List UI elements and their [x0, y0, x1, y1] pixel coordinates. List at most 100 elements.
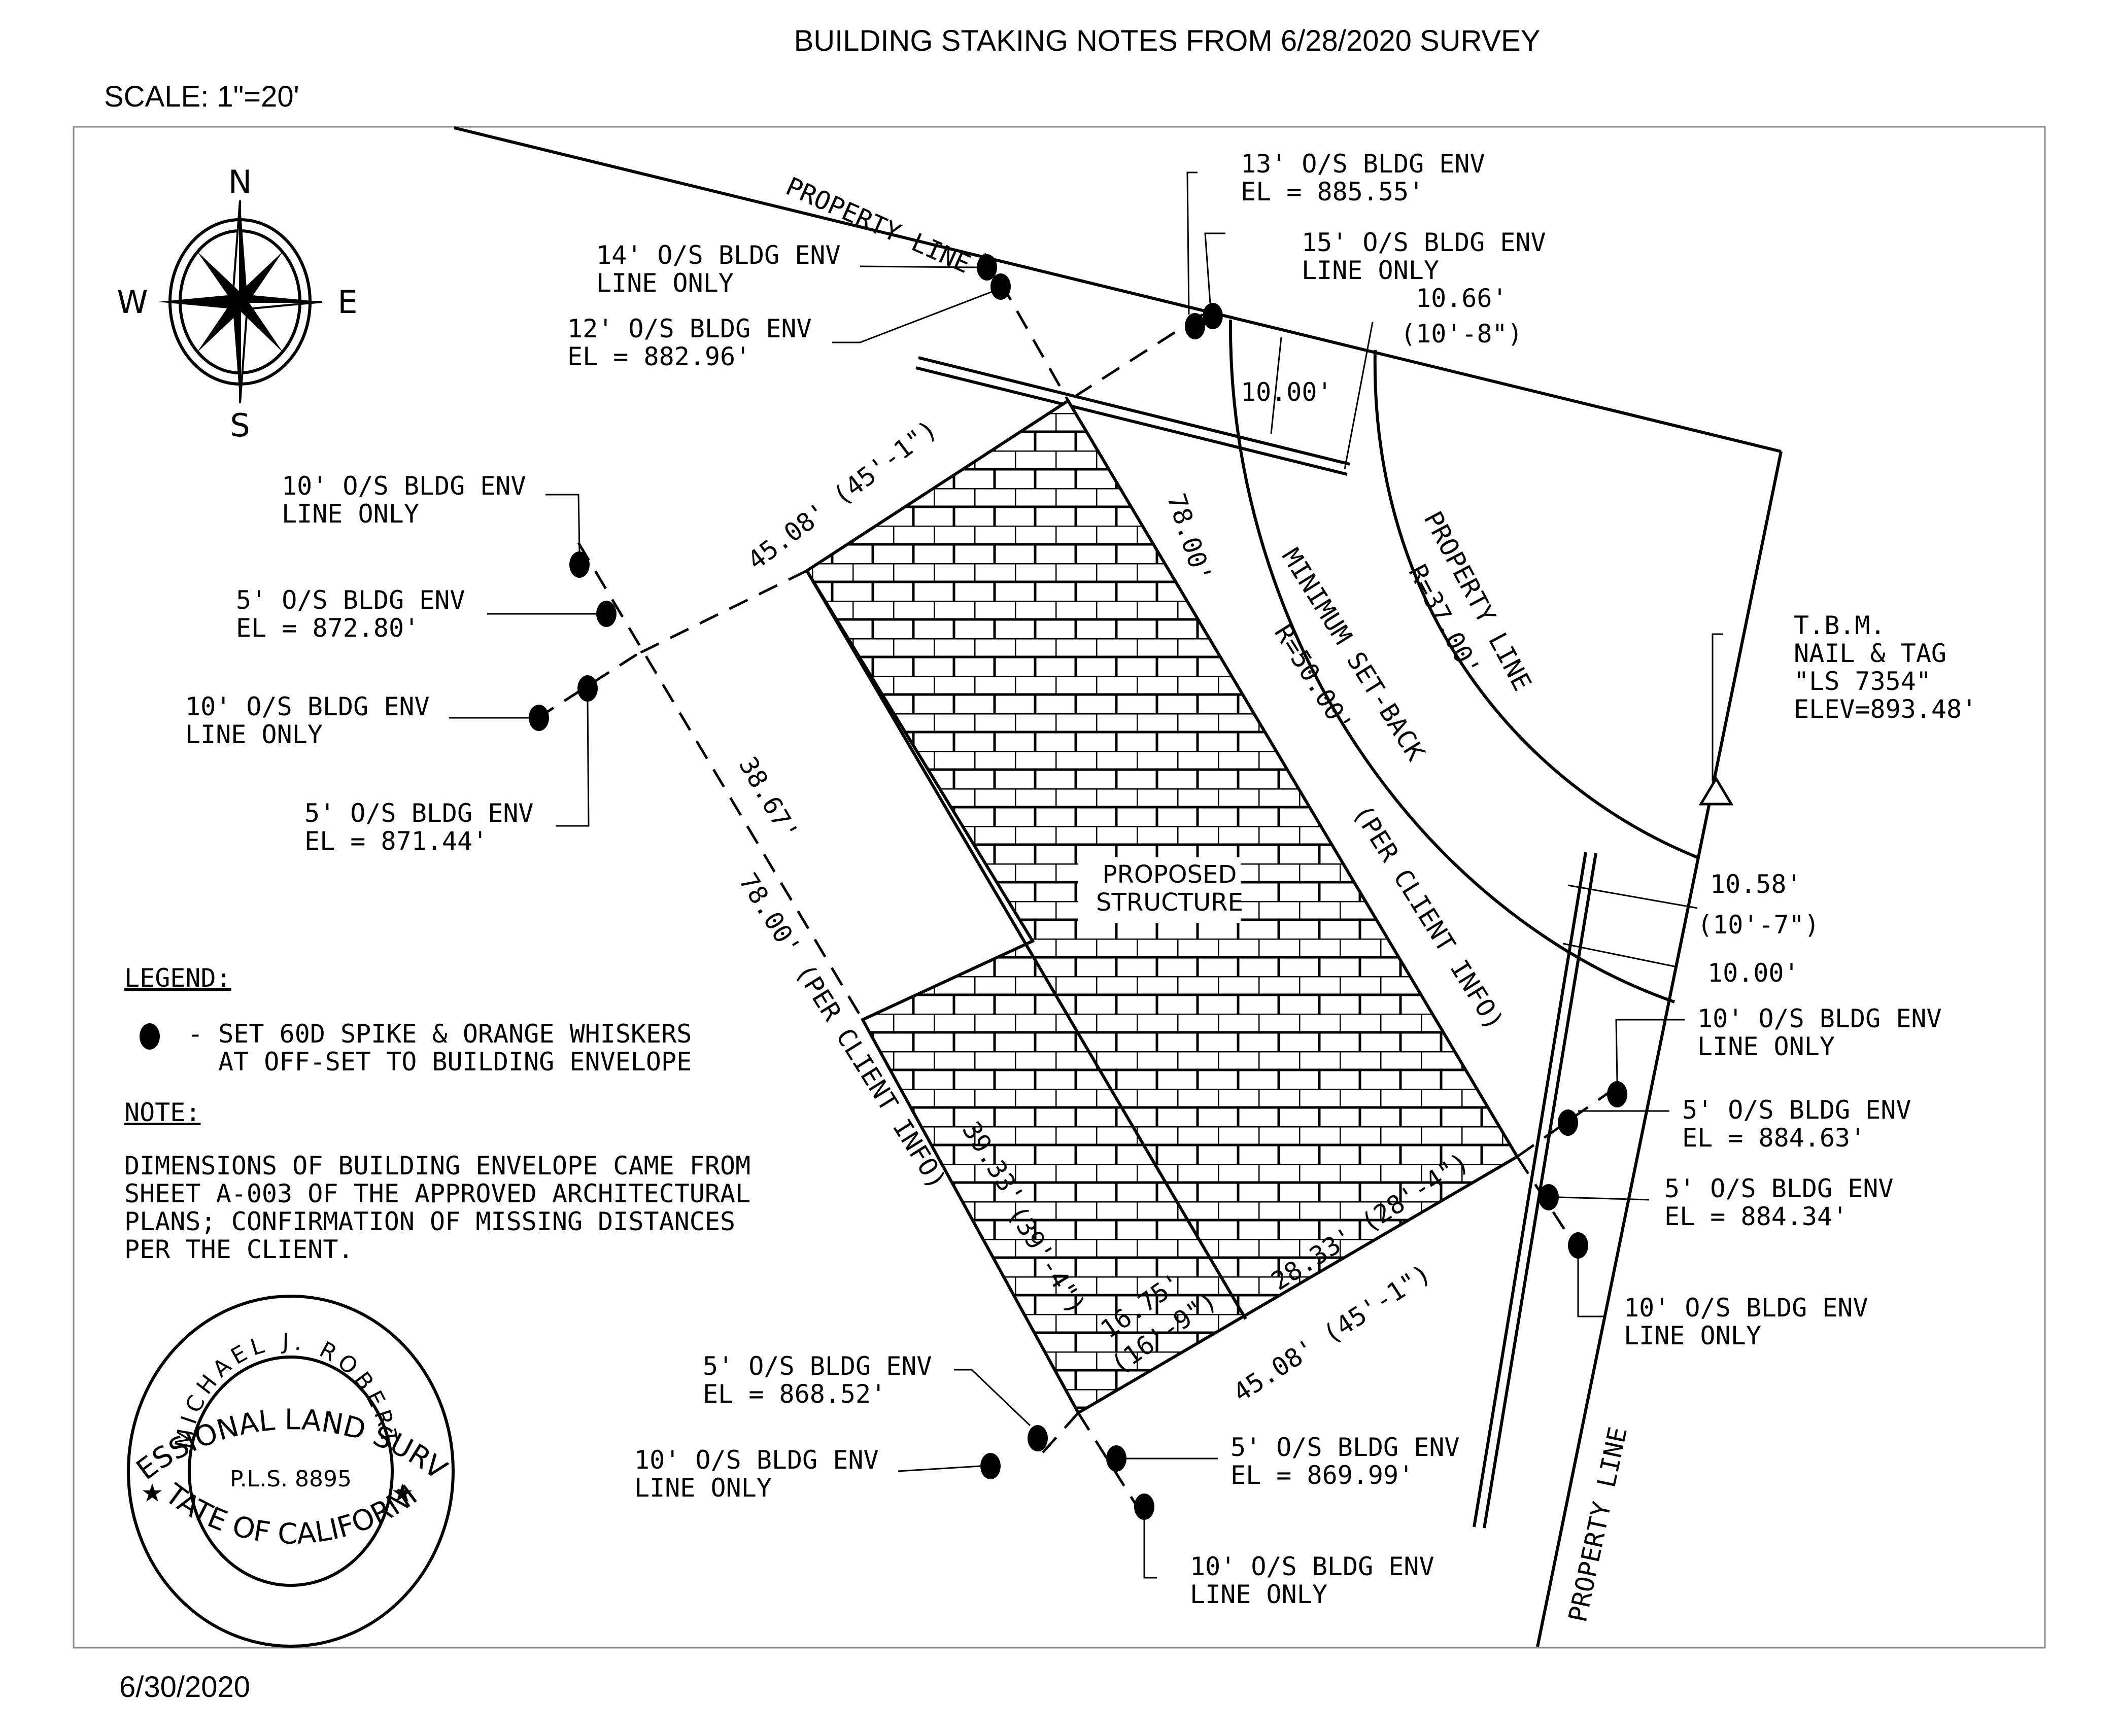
callout-n14: 14' O/S BLDG ENV LINE ONLY [596, 240, 841, 298]
svg-text:LINE ONLY: LINE ONLY [185, 720, 323, 749]
tbm-callout: T.B.M. NAIL & TAG "LS 7354" ELEV=893.48' [1794, 611, 1977, 724]
callout-e5b: 5' O/S BLDG ENV EL = 884.34' [1664, 1174, 1894, 1231]
svg-text:10' O/S BLDG ENV: 10' O/S BLDG ENV [634, 1445, 879, 1475]
callout-n15: 15' O/S BLDG ENV LINE ONLY [1302, 228, 1546, 285]
seal-license: P.L.S. 8895 [230, 1466, 352, 1492]
compass-w: W [117, 284, 148, 321]
seal-star-right-icon: ★ [391, 1478, 414, 1508]
drawing-title: BUILDING STAKING NOTES FROM 6/28/2020 SU… [794, 24, 1541, 57]
stake-w10a [569, 551, 590, 578]
svg-text:EL = 882.96': EL = 882.96' [567, 342, 750, 371]
dim-right-setback: 10.00' [1707, 958, 1799, 988]
callout-w10a: 10' O/S BLDG ENV LINE ONLY [282, 471, 526, 529]
svg-text:EL = 871.44': EL = 871.44' [304, 826, 488, 856]
stake-n14 [977, 254, 997, 281]
dim-sw-dash: 38.67' [733, 752, 805, 846]
structure-label-1: PROPOSED [1103, 860, 1237, 889]
stake-e5a [1558, 1109, 1578, 1136]
callout-e10b: 10' O/S BLDG ENV LINE ONLY [1624, 1293, 1868, 1350]
svg-text:EL = 869.99': EL = 869.99' [1231, 1461, 1414, 1490]
callout-n13: 13' O/S BLDG ENV EL = 885.55' [1241, 149, 1485, 206]
structure-label-2: STRUCTURE [1096, 888, 1243, 917]
compass-rose-icon: N S E W [117, 163, 357, 444]
stake-w5b [577, 675, 598, 702]
svg-text:10' O/S BLDG ENV: 10' O/S BLDG ENV [185, 692, 430, 721]
svg-text:5' O/S BLDG ENV: 5' O/S BLDG ENV [1231, 1433, 1460, 1462]
svg-text:T.B.M.: T.B.M. [1794, 611, 1886, 640]
legend-stake-icon [140, 1023, 160, 1050]
svg-text:5' O/S BLDG ENV: 5' O/S BLDG ENV [236, 585, 465, 615]
svg-text:15' O/S BLDG ENV: 15' O/S BLDG ENV [1302, 228, 1546, 257]
svg-text:ELEV=893.48': ELEV=893.48' [1794, 695, 1977, 724]
dim-right-offset-2: (10'-7") [1697, 910, 1820, 940]
callout-s5a: 5' O/S BLDG ENV EL = 868.52' [703, 1351, 932, 1409]
note-line-2: SHEET A-003 OF THE APPROVED ARCHITECTURA… [124, 1179, 750, 1208]
compass-s: S [230, 407, 250, 444]
seal-star-left-icon: ★ [141, 1478, 164, 1508]
callout-n12: 12' O/S BLDG ENV EL = 882.96' [567, 314, 812, 371]
dim-top-setback: 10.00' [1241, 377, 1332, 407]
svg-text:LINE ONLY: LINE ONLY [282, 499, 419, 529]
svg-text:LINE ONLY: LINE ONLY [1190, 1580, 1327, 1609]
svg-text:EL = 884.63': EL = 884.63' [1682, 1123, 1865, 1153]
legend-heading: LEGEND: [124, 963, 231, 993]
stake-n13 [1185, 313, 1205, 339]
stake-w5a [596, 601, 617, 627]
callout-w5a: 5' O/S BLDG ENV EL = 872.80' [236, 585, 465, 643]
note-heading: NOTE: [124, 1098, 201, 1127]
note-line-4: PER THE CLIENT. [124, 1235, 354, 1264]
svg-text:EL = 885.55': EL = 885.55' [1241, 177, 1424, 206]
svg-text:10' O/S BLDG ENV: 10' O/S BLDG ENV [1624, 1293, 1868, 1323]
stake-w10b [529, 705, 549, 731]
callout-s10b: 10' O/S BLDG ENV LINE ONLY [1190, 1552, 1434, 1609]
svg-text:EL = 872.80': EL = 872.80' [236, 613, 419, 643]
dimension-leaders [1270, 322, 1698, 967]
callout-w5b: 5' O/S BLDG ENV EL = 871.44' [304, 798, 534, 856]
svg-text:"LS 7354": "LS 7354" [1794, 667, 1931, 696]
svg-text:LINE ONLY: LINE ONLY [1624, 1321, 1761, 1350]
callout-w10b: 10' O/S BLDG ENV LINE ONLY [185, 692, 430, 749]
svg-text:13' O/S BLDG ENV: 13' O/S BLDG ENV [1241, 149, 1485, 179]
dim-top-offset-1: 10.66' [1416, 284, 1508, 313]
svg-text:5' O/S BLDG ENV: 5' O/S BLDG ENV [1664, 1174, 1894, 1203]
note-line-3: PLANS; CONFIRMATION OF MISSING DISTANCES [124, 1207, 735, 1236]
svg-text:10' O/S BLDG ENV: 10' O/S BLDG ENV [1190, 1552, 1434, 1581]
compass-e: E [337, 284, 357, 321]
callout-leaders [449, 171, 1723, 1579]
scale-label: SCALE: 1"=20' [104, 80, 299, 113]
dim-top-offset-2: (10'-8") [1400, 319, 1523, 349]
stake-s10b [1134, 1494, 1154, 1520]
date-label: 6/30/2020 [119, 1671, 250, 1704]
svg-text:LINE ONLY: LINE ONLY [1697, 1032, 1835, 1061]
svg-text:EL = 884.34': EL = 884.34' [1664, 1202, 1848, 1231]
property-line-east-label: PROPERTY LINE [1563, 1425, 1633, 1625]
svg-text:EL = 868.52': EL = 868.52' [703, 1379, 886, 1409]
stake-e5b [1539, 1184, 1559, 1210]
stake-s10a [980, 1453, 1001, 1479]
svg-text:5' O/S BLDG ENV: 5' O/S BLDG ENV [703, 1351, 932, 1381]
svg-text:10' O/S BLDG ENV: 10' O/S BLDG ENV [282, 471, 526, 501]
svg-text:LINE ONLY: LINE ONLY [1302, 256, 1439, 285]
svg-text:LINE ONLY: LINE ONLY [596, 268, 734, 298]
svg-text:14' O/S BLDG ENV: 14' O/S BLDG ENV [596, 240, 841, 270]
stake-e10b [1568, 1232, 1588, 1259]
svg-text:10' O/S BLDG ENV: 10' O/S BLDG ENV [1697, 1004, 1942, 1033]
note-line-1: DIMENSIONS OF BUILDING ENVELOPE CAME FRO… [124, 1151, 750, 1181]
dim-right-offset-1: 10.58' [1710, 870, 1802, 899]
stake-s5a [1028, 1425, 1048, 1451]
stake-n12 [990, 273, 1011, 300]
stake-s5b [1106, 1445, 1126, 1472]
callout-s10a: 10' O/S BLDG ENV LINE ONLY [634, 1445, 879, 1503]
callout-e5a: 5' O/S BLDG ENV EL = 884.63' [1682, 1095, 1911, 1153]
tbm-triangle-icon [1698, 776, 1734, 806]
legend-line-1: - SET 60D SPIKE & ORANGE WHISKERS [188, 1019, 692, 1049]
svg-text:12' O/S BLDG ENV: 12' O/S BLDG ENV [567, 314, 812, 343]
callout-s5b: 5' O/S BLDG ENV EL = 869.99' [1231, 1433, 1460, 1490]
property-lines [454, 126, 1783, 1647]
svg-text:5' O/S BLDG ENV: 5' O/S BLDG ENV [304, 798, 534, 828]
svg-text:5' O/S BLDG ENV: 5' O/S BLDG ENV [1682, 1095, 1911, 1125]
drawing-frame [73, 126, 2046, 1649]
callout-e10a: 10' O/S BLDG ENV LINE ONLY [1697, 1004, 1942, 1061]
stake-e10a [1607, 1081, 1627, 1107]
legend-line-2: AT OFF-SET TO BUILDING ENVELOPE [218, 1047, 692, 1077]
